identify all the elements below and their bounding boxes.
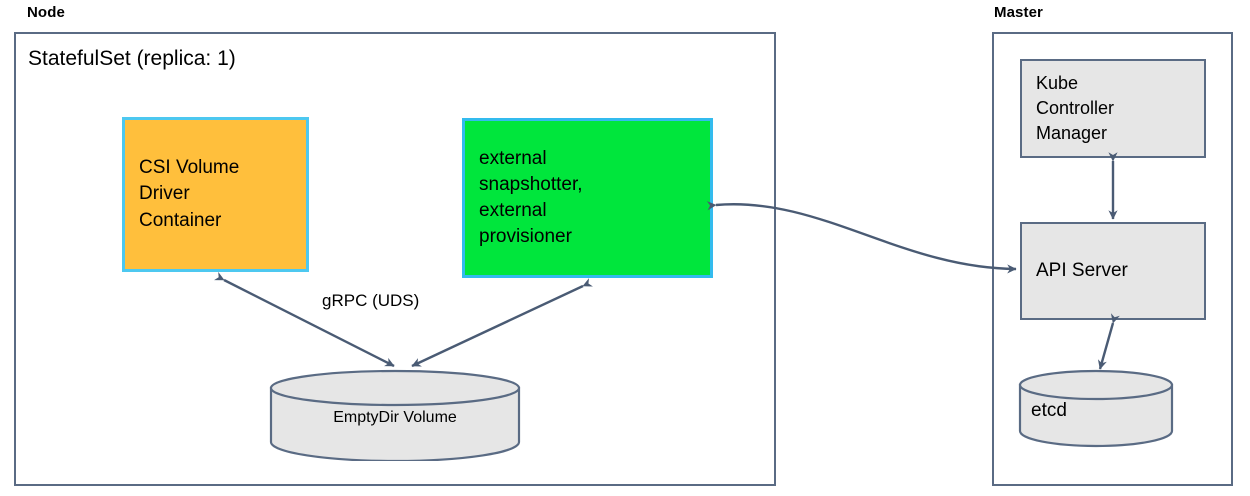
csi-volume-driver-container-label: CSI Volume Driver Container: [139, 157, 240, 231]
emptydir-volume-label: EmptyDir Volume: [333, 409, 457, 426]
master-group-label: Master: [994, 4, 1043, 21]
kube-controller-manager-box[interactable]: Kube Controller Manager: [1020, 59, 1206, 158]
etcd-label: etcd: [1031, 400, 1067, 421]
api-server-box[interactable]: API Server: [1020, 222, 1206, 320]
grpc-edge-label: gRPC (UDS): [322, 291, 420, 310]
node-group-label: Node: [27, 4, 65, 21]
api-server-label: API Server: [1036, 259, 1128, 281]
external-sidecars-label: external snapshotter, external provision…: [479, 147, 583, 248]
statefulset-title: StatefulSet (replica: 1): [28, 47, 236, 70]
csi-volume-driver-container-box[interactable]: CSI Volume Driver Container: [122, 117, 309, 272]
kube-controller-manager-label: Kube Controller Manager: [1036, 73, 1115, 143]
external-sidecars-box[interactable]: external snapshotter, external provision…: [462, 118, 713, 278]
